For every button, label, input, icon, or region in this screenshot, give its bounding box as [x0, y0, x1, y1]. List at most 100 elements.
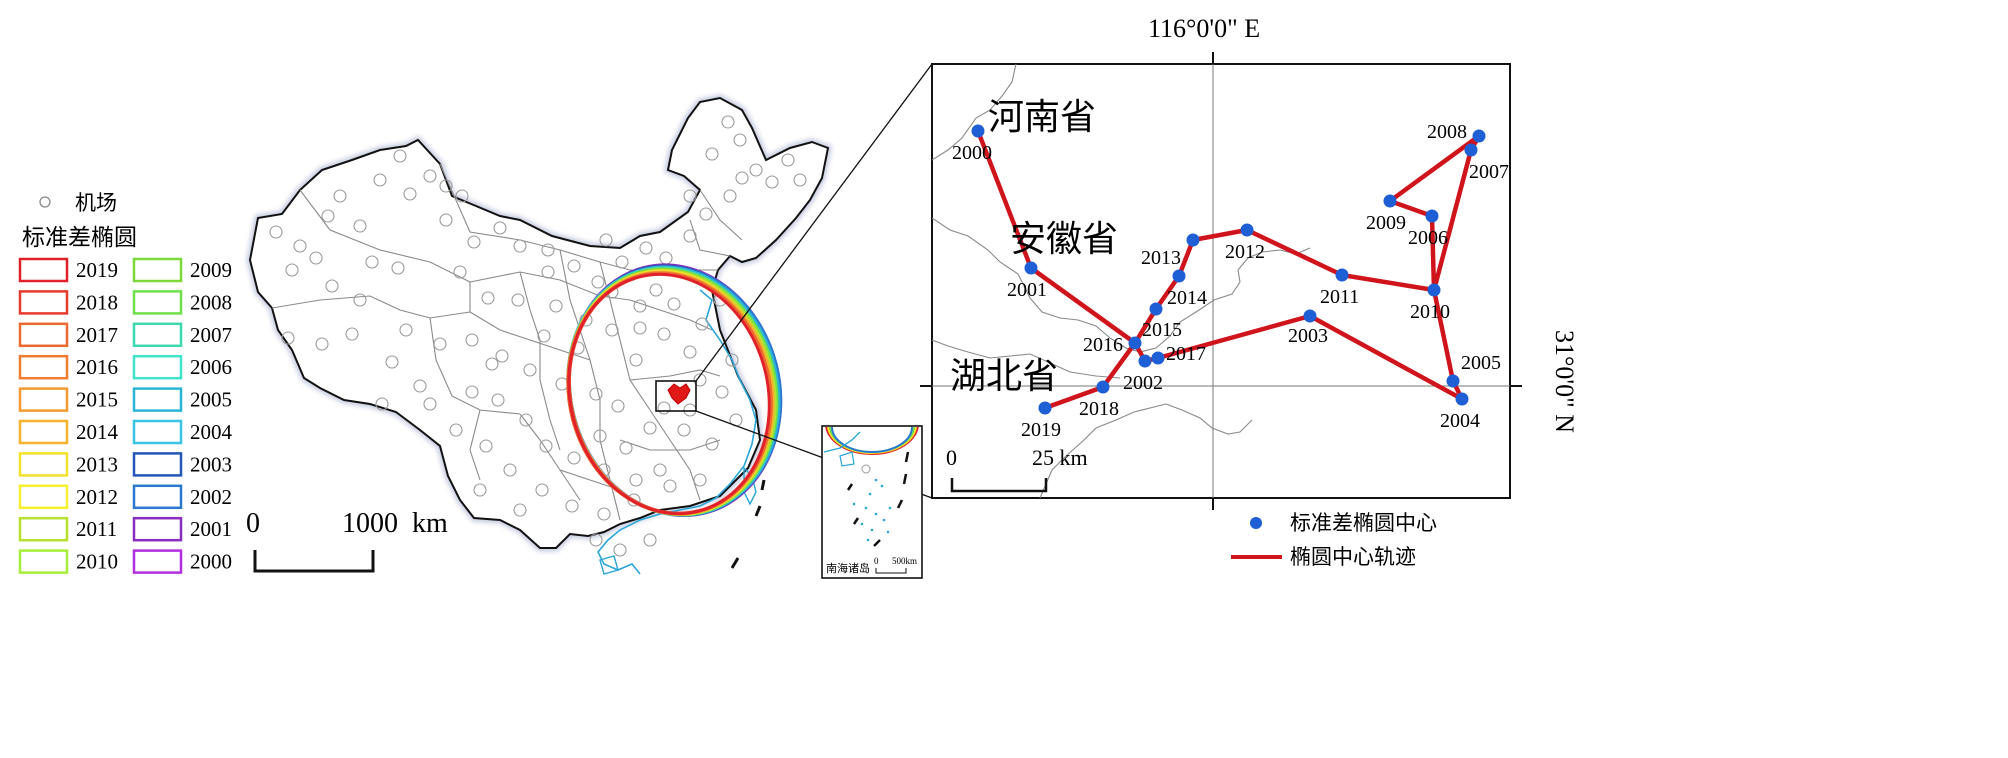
legend-year-2010: 2010: [76, 550, 118, 574]
airport-symbol-icon: [39, 196, 51, 208]
latitude-label: 31°0'0" N: [1550, 330, 1579, 433]
center-point-2011: [1335, 268, 1349, 282]
south-sea-label: 南海诸岛: [826, 561, 870, 575]
south-sea-inset: 南海诸岛 0 500km: [821, 425, 923, 579]
south-sea-scale-start: 0: [874, 556, 879, 566]
center-label-2003: 2003: [1288, 325, 1328, 347]
legend-year-2012: 2012: [76, 485, 118, 509]
airport-legend-label: 机场: [75, 191, 117, 215]
center-label-2009: 2009: [1366, 212, 1406, 234]
center-label-2001: 2001: [1007, 279, 1047, 301]
ellipse-legend-items: 2019201820172016201520142013201220112010…: [18, 257, 233, 574]
province-hubei: 湖北省: [950, 356, 1058, 397]
ellipse-legend-title: 标准差椭圆: [22, 225, 137, 251]
center-label-2002: 2002: [1123, 372, 1163, 394]
center-point-2017: [1151, 351, 1165, 365]
legend-swatch-2002: [132, 484, 183, 510]
standard-deviation-ellipses: [566, 263, 783, 518]
center-label-2007: 2007: [1469, 161, 1509, 183]
province-anhui: 安徽省: [1010, 219, 1118, 260]
center-label-2017: 2017: [1166, 343, 1206, 365]
legend-swatch-2008: [132, 290, 183, 315]
center-point-2012: [1240, 223, 1254, 237]
legend-year-2019: 2019: [76, 258, 118, 282]
legend-year-2005: 2005: [190, 388, 232, 412]
center-label-2016: 2016: [1083, 334, 1123, 356]
legend-year-2000: 2000: [190, 550, 232, 574]
legend-swatch-2005: [132, 387, 183, 412]
legend-year-2008: 2008: [190, 290, 232, 314]
center-legend-label: 标准差椭圆中心: [1290, 511, 1437, 535]
legend-year-2011: 2011: [76, 517, 117, 541]
center-label-2000: 2000: [952, 142, 992, 164]
study-area-box: [655, 380, 697, 412]
center-point-2009: [1383, 194, 1397, 208]
center-point-2008: [1472, 129, 1486, 143]
legend-year-2002: 2002: [190, 485, 232, 509]
ellipse-2019: [567, 272, 771, 516]
detail-scale-end: 25 km: [1032, 445, 1088, 470]
center-point-2010: [1427, 283, 1441, 297]
legend: 机场 标准差椭圆 2019201820172016201520142013201…: [18, 191, 233, 574]
center-point-2016: [1128, 336, 1142, 350]
center-point-2014: [1172, 269, 1186, 283]
legend-year-2016: 2016: [76, 355, 118, 379]
zoom-line-top: [695, 63, 933, 382]
center-label-2006: 2006: [1408, 227, 1448, 249]
legend-year-2015: 2015: [76, 388, 118, 412]
detail-panel: 2000200120022003200420052006200720082009…: [920, 52, 1522, 510]
legend-year-2006: 2006: [190, 355, 232, 379]
center-point-2018: [1096, 380, 1110, 394]
track-legend-label: 椭圆中心轨迹: [1290, 545, 1416, 569]
legend-swatch-2010: [18, 549, 69, 574]
center-track: [975, 130, 1482, 411]
legend-swatch-2019: [18, 257, 69, 283]
main-scale-bar: 0 1000 km: [246, 508, 448, 573]
province-henan: 河南省: [988, 97, 1096, 138]
center-label-2008: 2008: [1427, 121, 1467, 143]
coastline: [597, 289, 757, 575]
legend-swatch-2011: [18, 516, 69, 542]
airport-markers: [269, 115, 807, 557]
center-point-2007: [1464, 143, 1478, 157]
legend-swatch-2012: [18, 484, 69, 510]
legend-year-2004: 2004: [190, 420, 233, 444]
legend-swatch-2013: [18, 452, 69, 477]
legend-swatch-2014: [18, 419, 69, 445]
legend-year-2018: 2018: [76, 290, 118, 314]
center-point-2004: [1455, 392, 1469, 406]
legend-swatch-2006: [132, 354, 183, 380]
legend-year-2003: 2003: [190, 452, 232, 476]
legend-swatch-2001: [132, 516, 183, 542]
legend-year-2014: 2014: [76, 420, 119, 444]
border-dashes: [730, 479, 766, 569]
legend-swatch-2015: [18, 387, 69, 412]
center-label-2019: 2019: [1021, 419, 1061, 441]
center-point-2015: [1149, 302, 1163, 316]
center-label-2012: 2012: [1225, 241, 1265, 263]
detail-scale-start: 0: [946, 445, 957, 470]
legend-year-2013: 2013: [76, 452, 118, 476]
detail-province-boundaries: [932, 64, 1311, 498]
center-label-2010: 2010: [1410, 301, 1450, 323]
legend-year-2007: 2007: [190, 323, 232, 347]
center-label-2014: 2014: [1167, 287, 1207, 309]
china-border: [248, 96, 830, 549]
main-scale-unit: km: [412, 508, 448, 539]
center-label-2005: 2005: [1461, 352, 1501, 374]
center-point-2013: [1186, 233, 1200, 247]
south-sea-scale-end: 500km: [892, 556, 917, 566]
china-map: [246, 63, 933, 575]
center-point-2005: [1446, 374, 1460, 388]
legend-swatch-2007: [132, 322, 183, 348]
center-label-2018: 2018: [1079, 398, 1119, 420]
center-point-2002: [1138, 354, 1152, 368]
legend-swatch-2018: [18, 290, 69, 315]
legend-swatch-2017: [18, 322, 69, 348]
center-point-2001: [1024, 261, 1038, 275]
longitude-label: 116°0'0" E: [1148, 14, 1260, 43]
track-line: [975, 130, 1482, 411]
study-area-shape: [667, 383, 691, 405]
detail-legend: 标准差椭圆中心 椭圆中心轨迹: [1231, 511, 1437, 569]
